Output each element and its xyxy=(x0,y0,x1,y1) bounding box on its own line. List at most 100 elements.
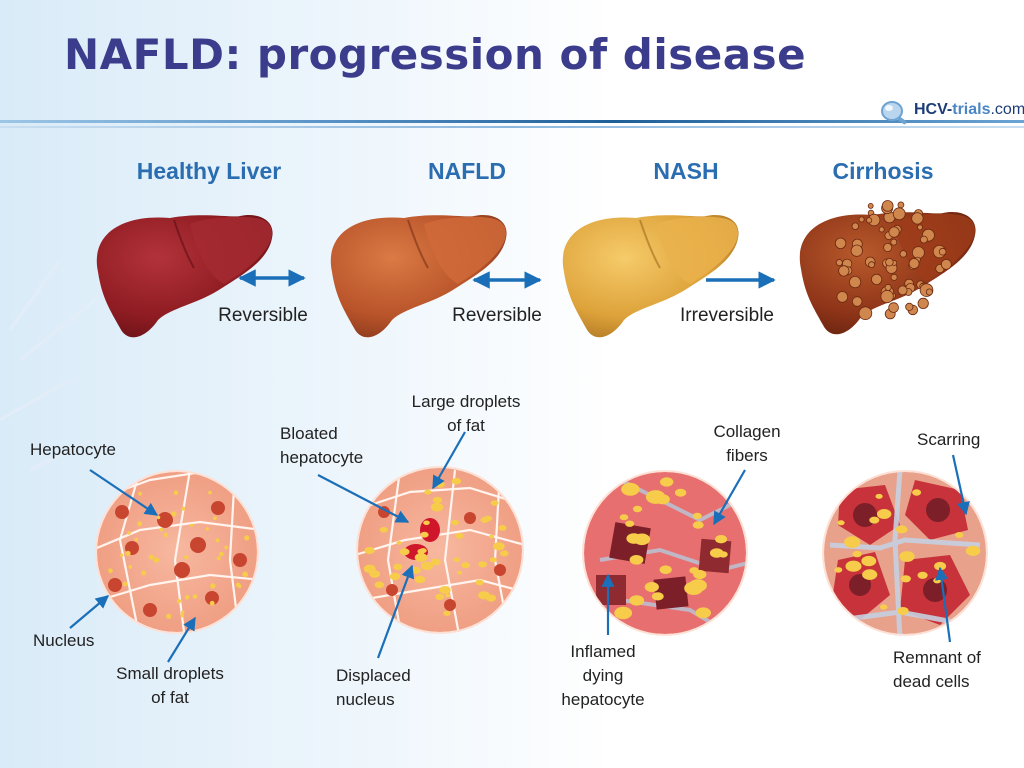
fat-droplet xyxy=(379,527,388,533)
cirrhotic-nodule xyxy=(925,288,933,296)
fat-droplet xyxy=(862,569,878,580)
fat-droplet xyxy=(869,516,880,524)
cirrhotic-nodule xyxy=(905,302,914,311)
fat-droplet xyxy=(490,500,499,506)
label-small-droplets: Small droplets of fat xyxy=(116,662,224,710)
fat-droplet xyxy=(219,551,224,557)
liver-cirrhosis xyxy=(799,200,976,335)
fat-droplet xyxy=(625,520,635,527)
fat-droplet xyxy=(684,581,704,595)
label-collagen-fibers: Collagen fibers xyxy=(713,420,780,468)
fat-droplet xyxy=(414,575,426,584)
transition-label-1: Reversible xyxy=(218,305,308,326)
fat-droplet xyxy=(917,571,928,579)
fat-droplet xyxy=(912,489,922,496)
cirrhotic-nodule xyxy=(897,285,908,296)
label-line: Large droplets xyxy=(411,392,521,411)
label-line: Nucleus xyxy=(33,631,95,650)
pointer-scarring xyxy=(951,454,970,516)
cirrhotic-nodule xyxy=(836,291,849,303)
fat-droplet xyxy=(965,545,981,556)
fat-droplet xyxy=(369,570,381,578)
cirrhotic-nodule xyxy=(865,217,873,224)
fat-droplet xyxy=(420,531,429,538)
fat-droplet xyxy=(127,531,131,535)
stage-nafld: NAFLD xyxy=(428,158,506,184)
fat-droplet xyxy=(396,541,402,545)
fat-droplet xyxy=(215,538,220,543)
fat-droplet xyxy=(837,520,845,526)
label-line: hepatocyte xyxy=(561,690,645,709)
label-line: dying xyxy=(582,666,624,685)
fat-droplet xyxy=(500,550,509,557)
label-line: fibers xyxy=(726,446,768,465)
fat-droplet xyxy=(899,551,915,562)
pointer-nucleus xyxy=(69,595,110,629)
fat-droplet xyxy=(156,515,161,520)
fat-droplet xyxy=(364,546,375,555)
cirrhotic-nodule xyxy=(883,242,893,252)
fat-droplet xyxy=(192,594,198,599)
cirrhotic-nodule xyxy=(908,258,920,269)
fat-droplet xyxy=(852,550,862,558)
page-title: NAFLD: progression of disease xyxy=(64,30,807,79)
fat-droplet xyxy=(475,579,484,586)
cirrhotic-nodule xyxy=(897,201,905,209)
pointer-collagen xyxy=(713,469,746,526)
pointer-large-droplets xyxy=(432,431,466,490)
fat-droplet xyxy=(134,537,139,542)
cirrhotic-nodule xyxy=(852,296,863,307)
fat-droplet xyxy=(693,569,707,580)
fat-droplet xyxy=(461,562,471,569)
fat-droplet xyxy=(695,607,711,619)
cirrhotic-nodule xyxy=(835,259,843,267)
cirrhotic-nodule xyxy=(849,276,862,289)
cirrhotic-nodule xyxy=(868,261,876,269)
fat-droplet xyxy=(488,534,494,539)
label-scarring: Scarring xyxy=(917,428,980,452)
label-line: Scarring xyxy=(917,430,981,449)
fat-droplet xyxy=(844,536,861,548)
fat-droplet xyxy=(955,532,964,538)
label-inflamed-hepatocyte: Inflamed dying hepatocyte xyxy=(561,640,644,712)
cirrhotic-nodule xyxy=(878,226,885,233)
fat-droplet xyxy=(455,533,464,539)
fat-droplet xyxy=(651,592,664,601)
fat-droplet xyxy=(389,572,401,581)
fat-droplet xyxy=(619,514,629,521)
label-displaced-nucleus: Displaced nucleus xyxy=(336,664,411,712)
cirrhotic-nodule xyxy=(938,247,947,256)
fat-droplet xyxy=(216,556,221,561)
fat-droplet xyxy=(208,490,212,495)
fat-droplet xyxy=(424,489,432,495)
fat-droplet xyxy=(715,535,728,544)
fat-droplet xyxy=(122,581,128,587)
fat-droplet xyxy=(244,535,250,541)
cirrhotic-nodule xyxy=(920,235,928,244)
cirrhotic-nodule xyxy=(884,283,892,291)
cirrhotic-nodule xyxy=(940,258,952,270)
fat-droplet xyxy=(861,555,877,567)
label-line: of fat xyxy=(447,416,485,435)
fat-droplet xyxy=(153,557,160,563)
cirrhotic-nodule xyxy=(917,224,923,231)
fat-droplet xyxy=(877,509,892,519)
fat-droplet xyxy=(614,606,633,620)
fat-droplet xyxy=(184,594,190,600)
fat-droplet xyxy=(224,545,229,550)
fat-droplet xyxy=(626,533,642,544)
fat-droplet xyxy=(399,548,410,556)
fat-droplet xyxy=(173,490,179,496)
fat-droplet xyxy=(125,550,131,556)
brand-com: .com xyxy=(990,101,1024,118)
fat-droplet xyxy=(443,610,451,616)
cirrhotic-nodule xyxy=(899,250,907,258)
fat-droplet xyxy=(210,583,216,589)
label-nucleus: Nucleus xyxy=(33,629,94,653)
fat-droplet xyxy=(209,600,215,606)
fat-droplet xyxy=(432,496,443,504)
fat-droplet xyxy=(414,553,428,562)
fat-droplet xyxy=(205,527,209,531)
